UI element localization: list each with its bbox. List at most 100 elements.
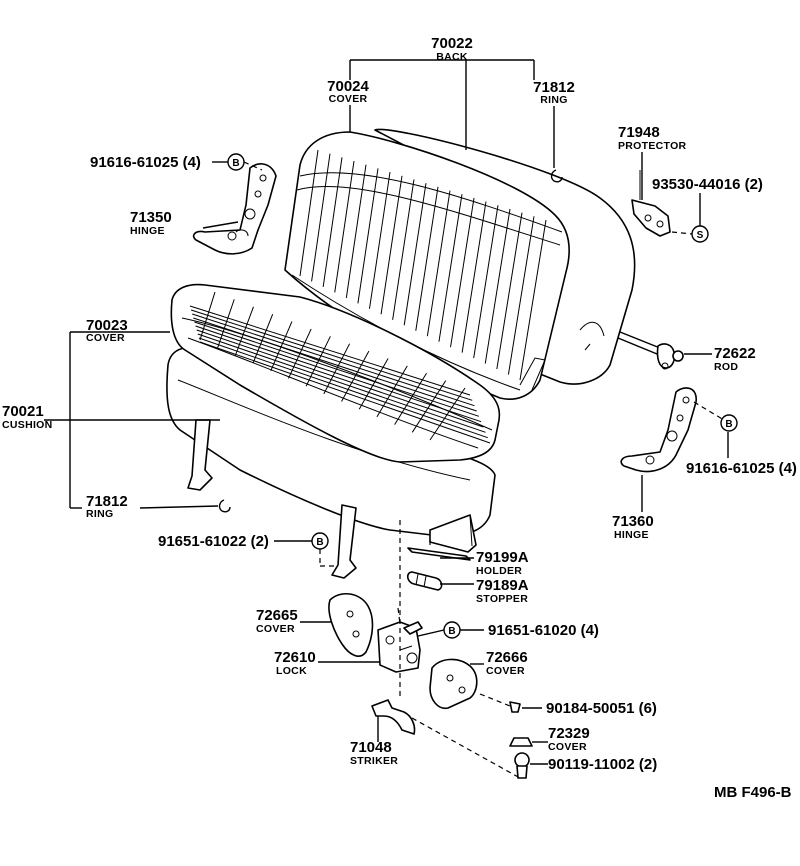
seat-back-pleat — [334, 160, 355, 293]
seat-back-pleat — [345, 164, 367, 298]
seat-back-pleat — [380, 175, 403, 315]
part-number-striker-bolt: 90119-11002 (2) — [548, 756, 657, 773]
callout-stopper: 79189A STOPPER — [476, 577, 529, 605]
striker-bolt-drawing — [514, 752, 530, 779]
seat-back-pleat — [438, 194, 463, 342]
part-number-stopper: 79189A — [476, 577, 529, 594]
svg-text:B: B — [725, 419, 732, 430]
protector-drawing — [631, 170, 671, 237]
callout-cushion-cover: 70023 COVER — [86, 317, 128, 344]
stopper-drawing — [406, 571, 443, 591]
seat-back-pleat — [450, 197, 475, 348]
svg-text:S: S — [697, 230, 704, 241]
seat-back-pleat — [299, 149, 319, 277]
callout-hinge-right: 71360 HINGE — [612, 513, 654, 541]
seat-back-pleat — [403, 183, 427, 326]
holder-drawing — [407, 547, 471, 561]
part-label-cap: COVER — [548, 741, 587, 753]
seat-cushion-pleat — [234, 306, 254, 356]
seat-back-pleat — [415, 186, 439, 331]
part-number-lock-bolt: 91651-61020 (4) — [488, 622, 599, 639]
part-label-protector: PROTECTOR — [618, 140, 687, 152]
seat-cushion-pleat — [376, 365, 408, 418]
seat-cushion-pleat — [199, 341, 491, 444]
part-number-cushion-cover: 70023 — [86, 317, 128, 334]
seat-cushion-pleats — [189, 291, 491, 444]
seat-cushion-pleat — [411, 380, 447, 433]
seat-back-pleat — [473, 205, 499, 359]
part-label-cushion: CUSHION — [2, 419, 53, 431]
hinge-right-drawing — [620, 387, 697, 473]
seat-cushion-pleat — [217, 299, 235, 348]
part-number-lock-cover-right: 72666 — [486, 649, 528, 666]
part-number-hinge-left-bolt: 91616-61025 (4) — [90, 154, 201, 171]
seat-back-pleat — [322, 157, 343, 288]
seat-back-pleat — [484, 208, 511, 364]
part-number-holder: 79199A — [476, 549, 529, 566]
part-label-striker: STRIKER — [350, 755, 398, 767]
seat-back-drawing — [284, 128, 636, 400]
seat-back-pleat — [311, 153, 331, 282]
part-label-holder: HOLDER — [476, 565, 522, 577]
seat-back-pleat — [426, 190, 451, 337]
seat-back-pleat — [496, 212, 523, 370]
callout-holder: 79199A HOLDER — [476, 549, 529, 577]
callout-hinge-left: 71350 HINGE — [130, 209, 172, 237]
seat-cushion-pleat — [196, 329, 484, 428]
marker-b-hinge-left: B — [227, 153, 245, 171]
part-number-cap: 72329 — [548, 725, 590, 742]
striker-drawing — [371, 699, 416, 735]
callout-ring-top: 71812 RING — [533, 79, 575, 106]
callout-cushion: 70021 CUSHION — [2, 403, 53, 431]
part-number-lock-cover-left: 72665 — [256, 607, 298, 624]
seat-back-pleats — [299, 149, 547, 381]
callout-striker: 71048 STRIKER — [350, 739, 398, 767]
part-number-striker: 71048 — [350, 739, 392, 756]
part-label-cushion-cover: COVER — [86, 332, 125, 344]
callout-protector: 71948 PROTECTOR — [618, 124, 687, 152]
callout-rod: 72622 ROD — [714, 345, 756, 373]
seat-back-pleat — [507, 216, 535, 375]
seat-cushion-pleat — [190, 309, 473, 401]
cap-cover-drawing — [509, 737, 533, 747]
part-number-ring-top: 71812 — [533, 79, 575, 96]
callout-lock-cover-right: 72666 COVER — [486, 649, 528, 677]
part-number-hinge-left: 71350 — [130, 209, 172, 226]
leader-lines — [44, 59, 729, 779]
part-number-cover-screw: 90184-50051 (6) — [546, 700, 657, 717]
marker-b-hinge-right: B — [720, 414, 738, 432]
seat-back-pleat — [461, 201, 487, 353]
part-label-back-cover: COVER — [329, 93, 368, 105]
callout-cap: 72329 COVER — [548, 725, 590, 753]
ring-bottom-drawing — [218, 499, 231, 513]
part-number-protector: 71948 — [618, 124, 660, 141]
part-label-lock-cover-left: COVER — [256, 623, 295, 635]
seat-cushion-pleat — [305, 336, 331, 387]
part-label-stopper: STOPPER — [476, 593, 528, 605]
part-label-hinge-left: HINGE — [130, 225, 165, 237]
seat-cushion-pleat — [189, 305, 471, 396]
lock-cover-right-drawing — [429, 658, 478, 710]
svg-text:B: B — [316, 537, 323, 548]
callout-back-cover: 70024 COVER — [327, 78, 369, 105]
seat-cushion-pleat — [195, 325, 482, 423]
seat-cushion-pleat — [270, 321, 293, 371]
svg-text:B: B — [232, 158, 239, 169]
part-number-protector-screw: 93530-44016 (2) — [652, 176, 763, 193]
part-number-ring-bottom: 71812 — [86, 493, 128, 510]
part-label-ring-top: RING — [540, 94, 567, 106]
hinge-left-drawing — [192, 163, 277, 255]
lock-drawing — [377, 621, 423, 673]
cover-screw-drawing — [509, 701, 521, 713]
marker-b-lock: B — [443, 621, 461, 639]
ring-top-drawing — [550, 169, 563, 183]
seat-cushion-pleat — [252, 313, 274, 364]
part-number-hinge-right: 71360 — [612, 513, 654, 530]
part-number-lock: 72610 — [274, 649, 316, 666]
seat-cushion-pleat — [199, 291, 216, 341]
part-label-lock-cover-right: COVER — [486, 665, 525, 677]
seat-cushion-pleat — [197, 333, 486, 433]
seat-cushion-pleat — [192, 313, 475, 407]
seat-cushion-pleat — [288, 328, 312, 379]
